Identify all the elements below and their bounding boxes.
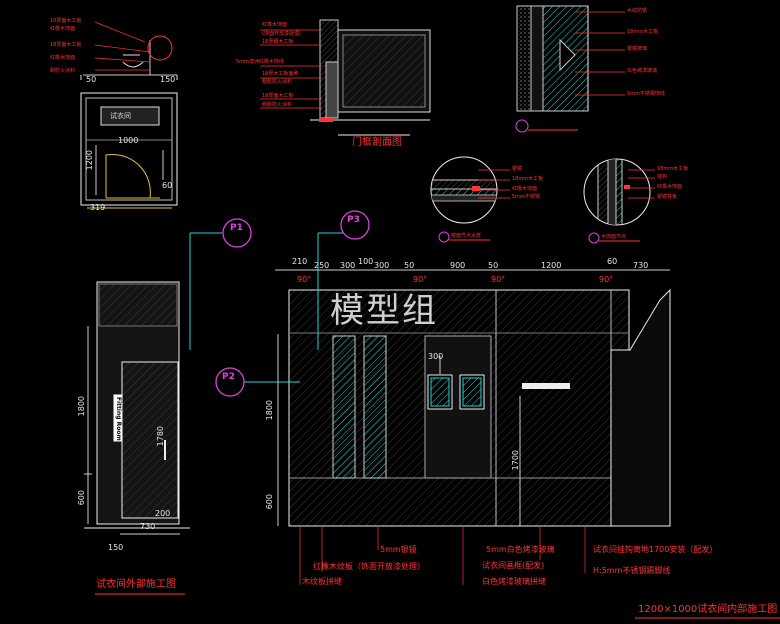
- detail1-title: 镜面节点大样: [451, 233, 482, 239]
- main-elevation: [240, 232, 780, 619]
- detail1-note-4: 5mm不锈钢: [512, 194, 540, 200]
- plan-note-3: 18厚面木工板: [50, 42, 82, 48]
- left-dim-1800: 1800: [77, 396, 86, 417]
- detail-circle-1: [430, 156, 510, 243]
- note-skirting: H:5mm不锈钢踢脚线: [593, 566, 671, 575]
- plan-dim-319: 319: [90, 203, 106, 212]
- door-note-2: (饰面开放漆处理): [262, 31, 301, 37]
- top-dim-900: 900: [450, 261, 466, 270]
- angle-4: 90°: [599, 275, 614, 284]
- tag-circles: [215, 210, 370, 397]
- mirror-note-4: 白色烤漆玻璃: [627, 68, 658, 74]
- plan-dim-1200: 1200: [85, 150, 94, 171]
- top-dim-100: 100: [358, 257, 374, 266]
- door-note-1: 红橡木饰面: [262, 22, 288, 28]
- top-dim-250: 250: [314, 261, 330, 270]
- angle-2: 90°: [413, 275, 428, 284]
- detail2-note-4: 银镜背板: [657, 194, 678, 200]
- left-dim-150: 150: [108, 543, 124, 552]
- plan-room-label: 试衣间: [110, 112, 131, 120]
- left-dim-200: 200: [155, 509, 171, 518]
- plan-dim-50: 50: [86, 75, 97, 84]
- left-dim-730: 730: [140, 522, 156, 531]
- main-dim-300: 300: [428, 352, 444, 361]
- mirror-node-section: [515, 5, 625, 133]
- plan-note-2: 红橡木饰面: [50, 26, 76, 32]
- door-note-7: 18厚面木工板: [262, 93, 294, 99]
- note-wood-panel: 红橡木纹板（饰面开放漆处理）: [313, 562, 425, 571]
- tag-p2: P2: [222, 372, 235, 382]
- detail1-note-1: 银镜: [512, 166, 523, 172]
- note-hook: 试衣间挂钩离地1700安装（配发）: [593, 545, 718, 554]
- watermark: 模型组: [330, 291, 438, 331]
- detail2-note-2: 挂钩: [657, 174, 668, 180]
- main-elevation-caption: 1200×1000试衣间内部施工图: [638, 604, 778, 615]
- door-note-6: 粗胶防火涂料: [262, 79, 293, 85]
- top-dim-730: 730: [633, 261, 649, 270]
- note-white-glass: 5mm白色烤漆玻璃: [486, 545, 555, 554]
- note-glass-seam: 白色烤漆玻璃拼缝: [482, 577, 546, 586]
- top-left-plan: [80, 35, 178, 209]
- detail2-title: 木饰面节点: [601, 234, 627, 240]
- note-wood-seam: 木纹板拼缝: [302, 577, 342, 586]
- tag-p3: P3: [347, 215, 360, 225]
- left-elevation: [84, 232, 222, 595]
- angle-1: 90°: [297, 275, 312, 284]
- detail-circle-2: [583, 158, 655, 244]
- door-note-4: 5mm澳洲红橡木饰线: [236, 59, 284, 65]
- door-note-5: 18厚木工板面刷: [262, 71, 299, 77]
- mirror-note-2: 18mm木工板: [627, 29, 659, 35]
- top-dim-300a: 300: [340, 261, 356, 270]
- top-dim-60: 60: [607, 257, 618, 266]
- door-note-3: 18厚细木工板: [262, 39, 294, 45]
- top-dim-210: 210: [292, 257, 308, 266]
- top-dim-1200: 1200: [541, 261, 562, 270]
- left-elevation-caption: 试衣间外部施工图: [96, 579, 176, 590]
- main-dim-600: 600: [265, 494, 274, 510]
- mirror-note-1: 木纹防锈: [627, 8, 648, 14]
- plan-note-5: 刷防火涂料: [50, 68, 76, 74]
- top-dim-50b: 50: [488, 261, 499, 270]
- door-section-title: 门框剖面图: [352, 137, 402, 148]
- door-note-8: 刷胶防火涂料: [262, 102, 293, 108]
- left-dim-1780: 1780: [156, 426, 165, 447]
- plan-dim-150: 150: [160, 75, 176, 84]
- detail1-note-2: 18mm木工板: [512, 176, 544, 182]
- plan-note-1: 10厚面木工板: [50, 18, 82, 24]
- mirror-note-3: 银镜玻璃: [627, 46, 648, 52]
- door-frame-section: [260, 19, 431, 136]
- detail2-note-1: 18mm木工板: [657, 166, 689, 172]
- fitting-room-sign: Fitting Room: [115, 397, 122, 441]
- left-dim-600: 600: [77, 490, 86, 506]
- detail2-note-3: 红橡木饰面: [657, 184, 683, 190]
- note-frame: 试衣间画框(配发): [482, 561, 545, 570]
- mirror-note-5: 5mm不锈钢饰线: [627, 91, 665, 97]
- main-dim-1800: 1800: [265, 400, 274, 421]
- plan-dim-1000: 1000: [118, 136, 139, 145]
- main-dim-1700: 1700: [511, 450, 520, 471]
- plan-note-4: 红橡木饰面: [50, 55, 76, 61]
- top-dim-300b: 300: [374, 261, 390, 270]
- tag-p1: P1: [230, 223, 243, 233]
- top-dim-50a: 50: [404, 261, 415, 270]
- angle-3: 90°: [491, 275, 506, 284]
- note-mirror: 5mm银镜: [380, 545, 417, 554]
- plan-dim-60: 60: [162, 181, 173, 190]
- detail1-note-3: 红橡木饰面: [512, 186, 538, 192]
